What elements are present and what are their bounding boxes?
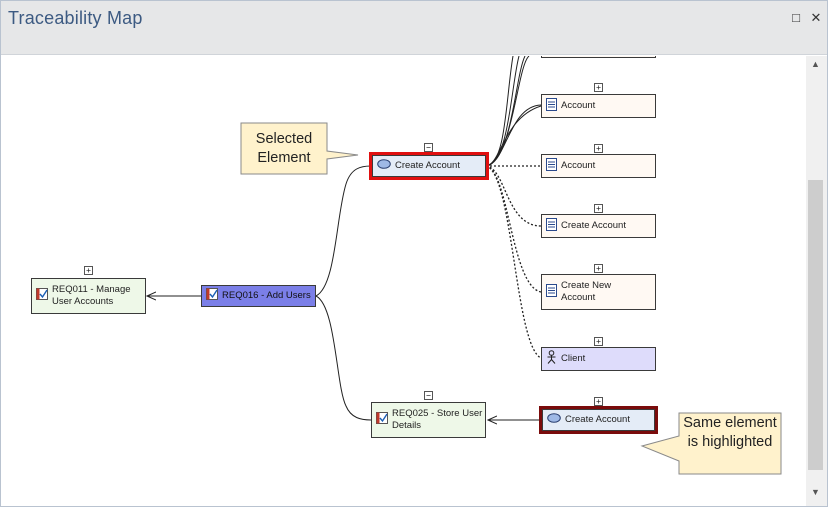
- expand-toggle-create-new-account[interactable]: +: [594, 264, 603, 273]
- close-icon[interactable]: ✕: [810, 10, 822, 25]
- expand-toggle-req011[interactable]: +: [84, 266, 93, 275]
- use-case-icon: [377, 159, 391, 173]
- callout-selected-shape: [240, 122, 359, 175]
- class-icon: [546, 157, 557, 175]
- node-label: REQ011 - Manage User Accounts: [52, 284, 131, 307]
- node-label: Account: [561, 100, 596, 111]
- node-create-account-highlighted[interactable]: Create Account: [539, 406, 658, 434]
- scrollbar-thumb[interactable]: [808, 180, 823, 470]
- link-up-4: [485, 56, 530, 167]
- link-up-3: [485, 56, 526, 167]
- node-create-account-selected[interactable]: Create Account: [369, 152, 489, 180]
- link-req016-create-account: [315, 165, 372, 297]
- node-label: Client: [561, 353, 586, 364]
- actor-icon: [546, 350, 557, 368]
- class-icon: [546, 283, 557, 301]
- expand-toggle-create-account-highlight[interactable]: +: [594, 397, 603, 406]
- expand-toggle-create-account-class[interactable]: +: [594, 204, 603, 213]
- link-account-1b: [485, 105, 542, 167]
- expand-toggle-client[interactable]: +: [594, 337, 603, 346]
- restore-icon[interactable]: □: [792, 10, 800, 25]
- link-create-new-account: [485, 165, 542, 293]
- vertical-scrollbar[interactable]: ▲ ▼: [806, 56, 827, 506]
- collapse-toggle-create-account[interactable]: −: [424, 143, 433, 152]
- diagram-canvas[interactable]: + + + + + + − − + REQ011 - Manage User A…: [1, 56, 806, 506]
- class-icon: [546, 97, 557, 115]
- class-node-partial[interactable]: [541, 56, 656, 58]
- scroll-down-arrow-icon[interactable]: ▼: [811, 487, 820, 497]
- callout-same-element-highlighted: Same element is highlighted: [683, 415, 777, 450]
- node-label: Create Account: [395, 160, 460, 171]
- node-account-1[interactable]: Account: [541, 94, 656, 118]
- class-icon: [546, 217, 557, 235]
- node-client[interactable]: Client: [541, 347, 656, 371]
- connector-layer: [1, 56, 782, 475]
- node-req016[interactable]: REQ016 - Add Users: [201, 285, 316, 307]
- node-label: REQ025 - Store User Details: [392, 408, 483, 431]
- title-bar: Traceability Map □ ✕: [1, 1, 827, 55]
- node-account-2[interactable]: Account: [541, 154, 656, 178]
- requirement-icon: [36, 288, 48, 304]
- node-req025[interactable]: REQ025 - Store User Details: [371, 402, 486, 438]
- requirement-icon: [206, 288, 218, 304]
- scroll-up-arrow-icon[interactable]: ▲: [811, 59, 820, 69]
- callout-same-shape: [640, 412, 782, 475]
- window-title: Traceability Map: [8, 8, 143, 28]
- node-label: Account: [561, 160, 596, 171]
- expand-toggle-account-2[interactable]: +: [594, 144, 603, 153]
- node-create-account-class[interactable]: Create Account: [541, 214, 656, 238]
- node-label: Create Account: [561, 220, 626, 231]
- requirement-icon: [376, 412, 388, 428]
- link-up-1: [485, 56, 514, 167]
- node-label: REQ016 - Add Users: [222, 290, 311, 301]
- node-label: Create Account: [565, 414, 630, 425]
- node-create-new-account[interactable]: Create New Account: [541, 274, 656, 310]
- node-req011[interactable]: REQ011 - Manage User Accounts: [31, 278, 146, 314]
- callout-selected-element: Selected Element: [255, 131, 313, 166]
- use-case-icon: [547, 413, 561, 427]
- node-label: Create New Account: [561, 280, 612, 303]
- collapse-toggle-req025[interactable]: −: [424, 391, 433, 400]
- expand-toggle-account-1[interactable]: +: [594, 83, 603, 92]
- link-account-1: [485, 104, 542, 167]
- link-client: [485, 165, 542, 359]
- link-req016-req025: [315, 295, 372, 421]
